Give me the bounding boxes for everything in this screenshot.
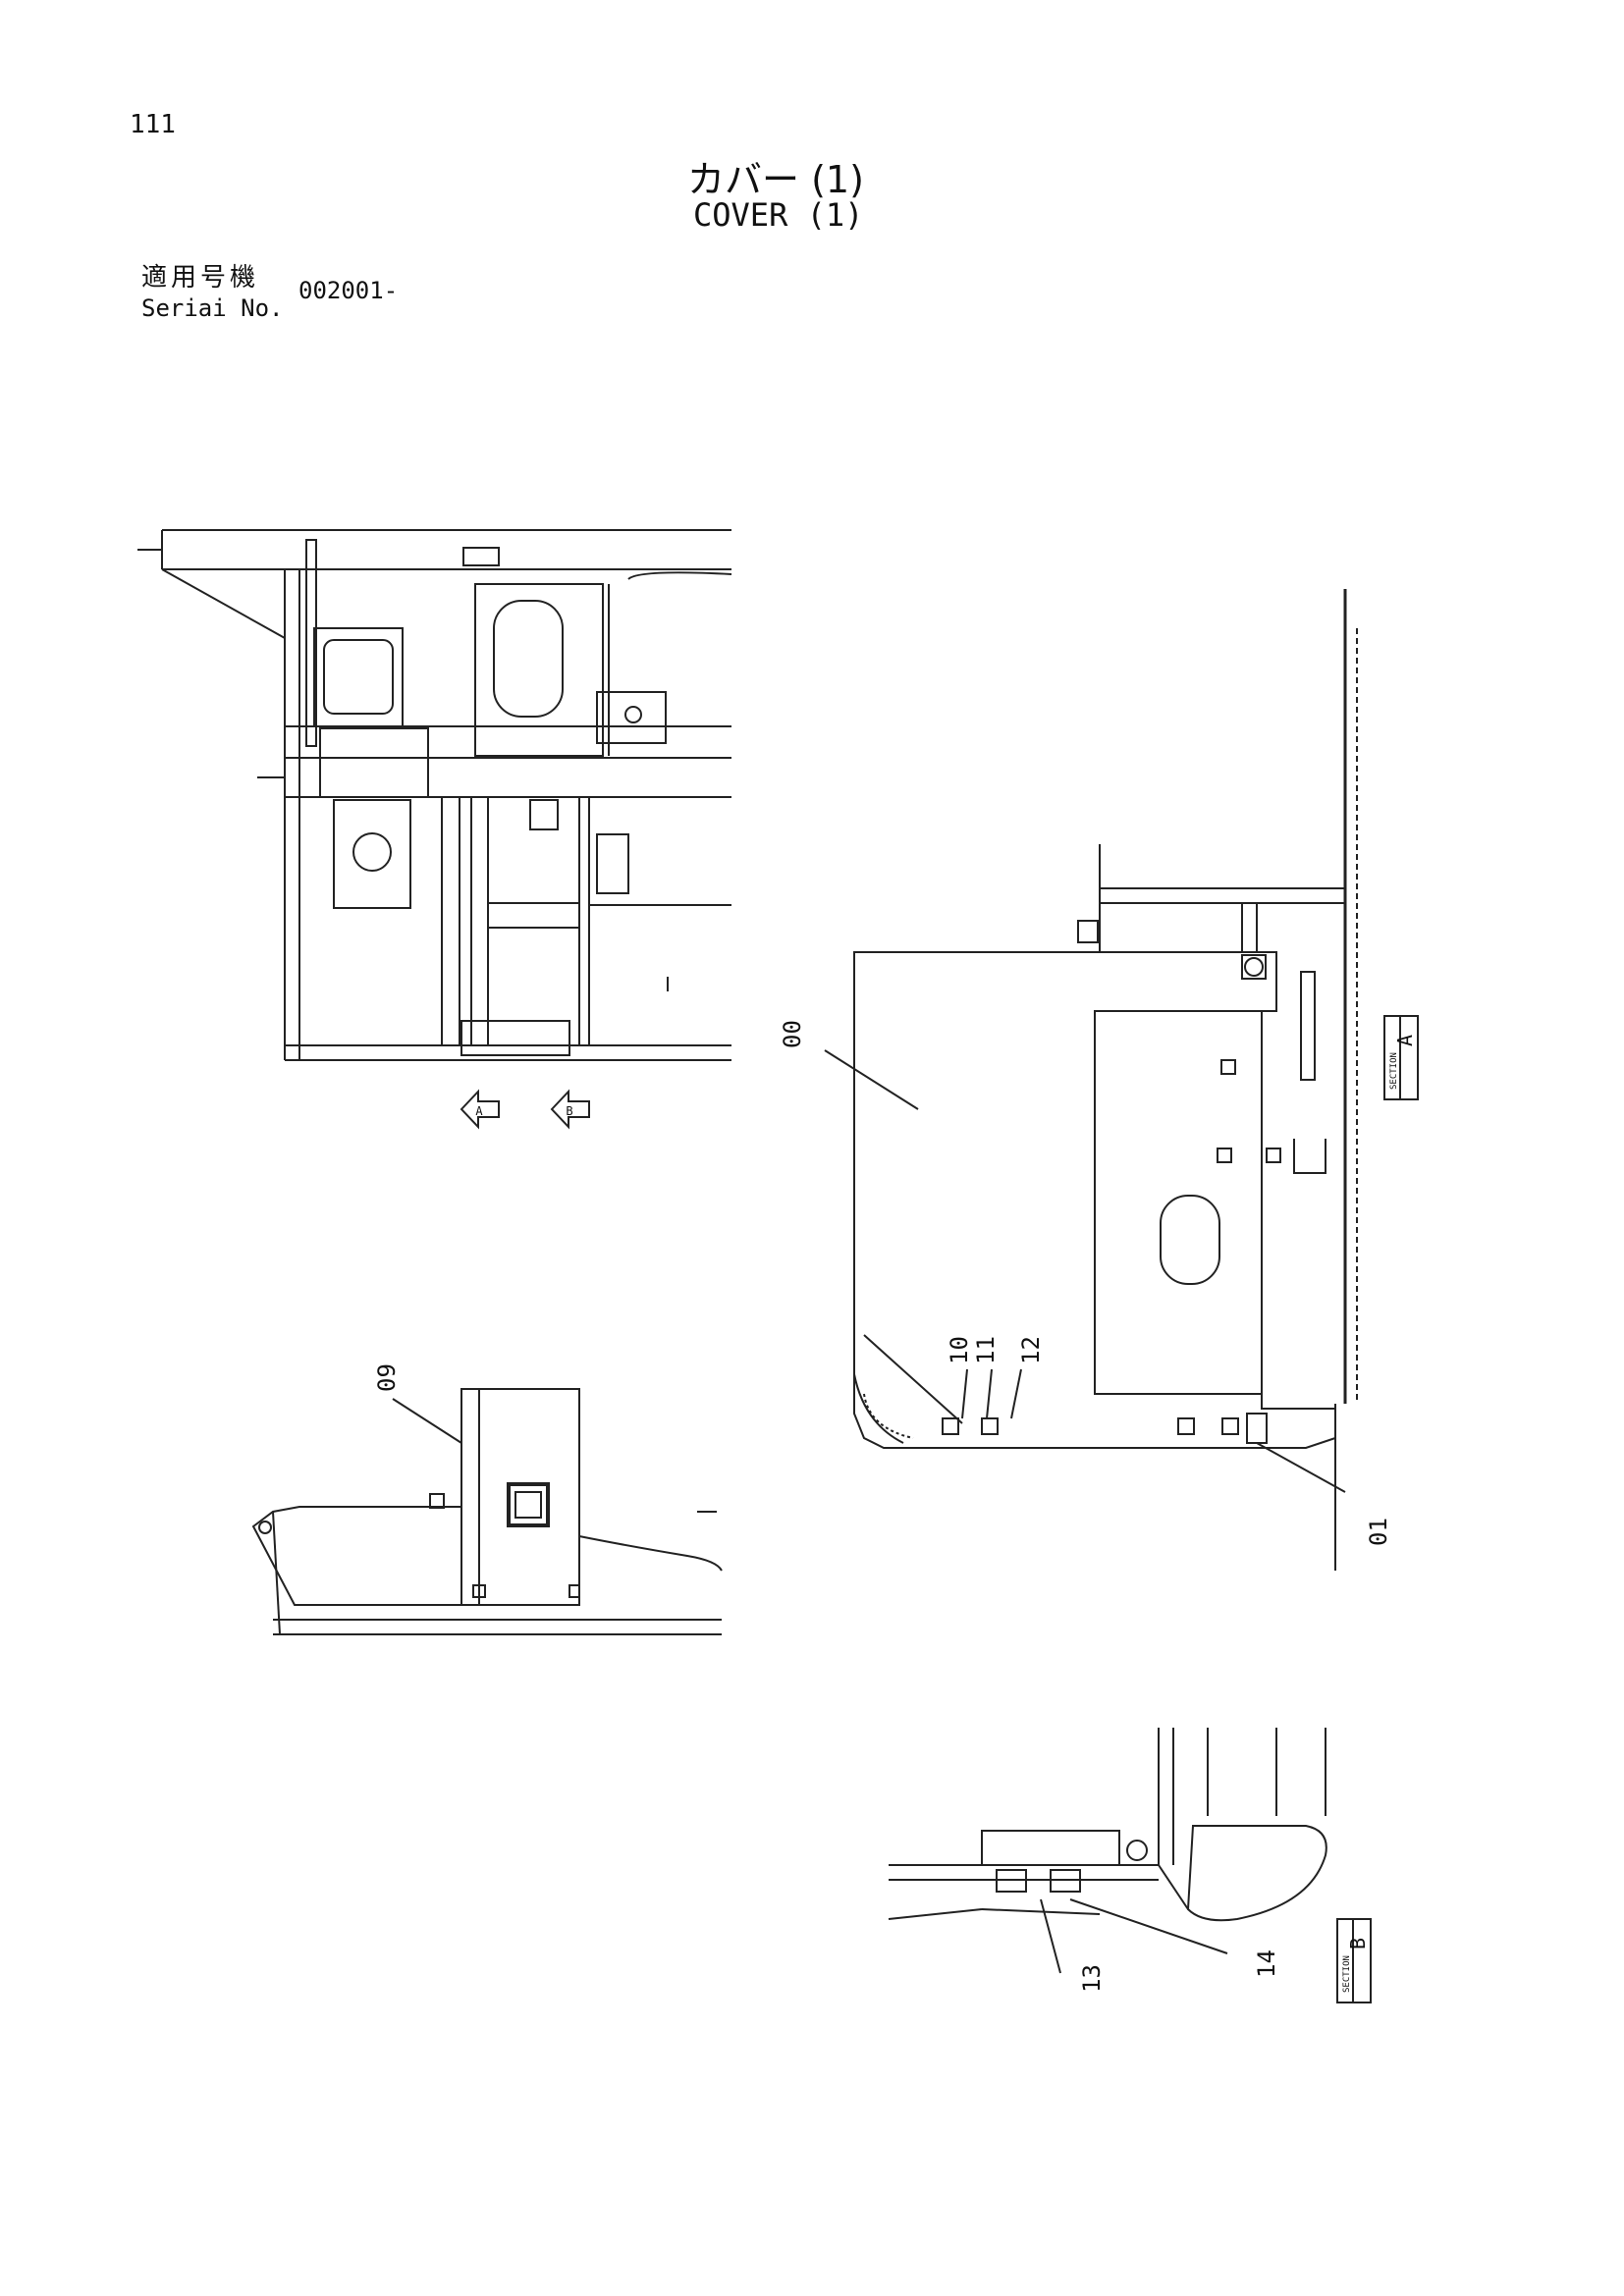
title-english: COVER (1) <box>693 196 864 234</box>
svg-text:SECTION: SECTION <box>1389 1052 1399 1090</box>
serial-number-value: 002001- <box>298 277 399 304</box>
side-view <box>251 1388 723 1635</box>
svg-text:SECTION: SECTION <box>1342 1955 1352 1993</box>
section-b-label: B SECTION <box>1336 1918 1372 2003</box>
callout-09: 09 <box>373 1363 401 1392</box>
callout-14: 14 <box>1253 1949 1280 1978</box>
callout-13: 13 <box>1078 1964 1106 1993</box>
serial-label-english: Seriai No. <box>141 294 284 322</box>
callout-01: 01 <box>1365 1518 1392 1546</box>
svg-text:B: B <box>566 1104 572 1118</box>
section-a-view <box>824 589 1358 1571</box>
serial-label-japanese: 適用号機 <box>141 263 260 293</box>
page-number: 111 <box>130 110 176 139</box>
svg-text:A: A <box>1393 1035 1417 1046</box>
view-arrow-b: B <box>550 1089 590 1130</box>
svg-text:A: A <box>475 1104 483 1118</box>
callout-10: 10 <box>946 1336 973 1364</box>
callout-00: 00 <box>779 1020 806 1048</box>
view-arrow-a: A <box>460 1089 500 1130</box>
plan-view <box>137 529 732 1061</box>
section-a-label: A SECTION <box>1383 1015 1419 1100</box>
section-b-view <box>888 1728 1327 1974</box>
title-japanese: カバー (1) <box>687 158 864 201</box>
svg-text:B: B <box>1346 1938 1370 1949</box>
callout-11: 11 <box>972 1336 1000 1364</box>
callout-12: 12 <box>1017 1336 1045 1364</box>
